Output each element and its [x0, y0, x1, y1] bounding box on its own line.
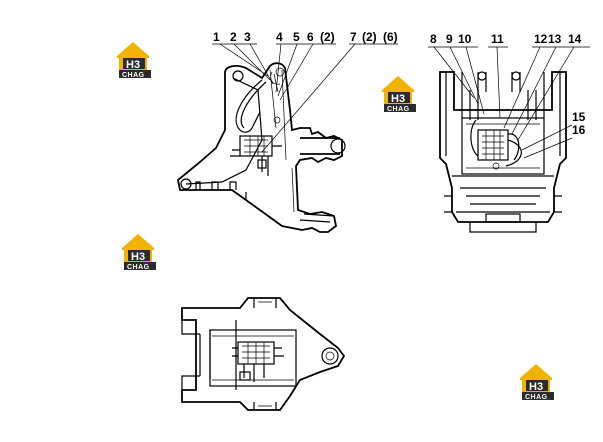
callout-7: 7	[350, 30, 357, 44]
svg-text:CHAG: CHAG	[122, 72, 145, 79]
callout-9: 9	[446, 32, 453, 46]
svg-text:CHAG: CHAG	[127, 264, 150, 271]
callout-14: 14	[568, 32, 582, 46]
callout-6-qty: (2)	[320, 30, 335, 44]
logo-middle-left: H3 CHAG	[122, 234, 156, 271]
callout-12: 12	[534, 32, 548, 46]
top-view-drawing	[181, 297, 346, 411]
front-view-callouts: 8 9 10 11 12 13 14 15 16	[430, 32, 586, 137]
callout-4: 4	[276, 30, 283, 44]
callout-7-qty-a: (2)	[362, 30, 377, 44]
side-view-callouts: 1 2 3 4 5 6 (2) 7 (2) (6)	[213, 30, 398, 44]
callout-13: 13	[548, 32, 562, 46]
callout-15: 15	[572, 110, 586, 124]
callout-11: 11	[491, 32, 504, 46]
front-view-drawing	[428, 46, 590, 233]
callout-5: 5	[293, 30, 300, 44]
svg-text:H3: H3	[391, 93, 405, 105]
svg-text:H3: H3	[126, 59, 140, 71]
svg-text:H3: H3	[131, 251, 145, 263]
logo-bottom-right: H3 CHAG	[520, 364, 554, 401]
callout-3: 3	[244, 30, 251, 44]
callout-7-qty-b: (6)	[383, 30, 398, 44]
svg-text:H3: H3	[529, 381, 543, 393]
callout-10: 10	[458, 32, 472, 46]
callout-6: 6	[307, 30, 314, 44]
callout-1: 1	[213, 30, 220, 44]
logo-middle-top: H3 CHAG	[382, 76, 416, 113]
side-view-drawing	[177, 43, 398, 233]
svg-text:CHAG: CHAG	[387, 106, 410, 113]
callout-16: 16	[572, 123, 586, 137]
callout-8: 8	[430, 32, 437, 46]
svg-text:CHAG: CHAG	[525, 394, 548, 401]
callout-2: 2	[230, 30, 237, 44]
logo-top-left: H3 CHAG	[117, 42, 151, 79]
